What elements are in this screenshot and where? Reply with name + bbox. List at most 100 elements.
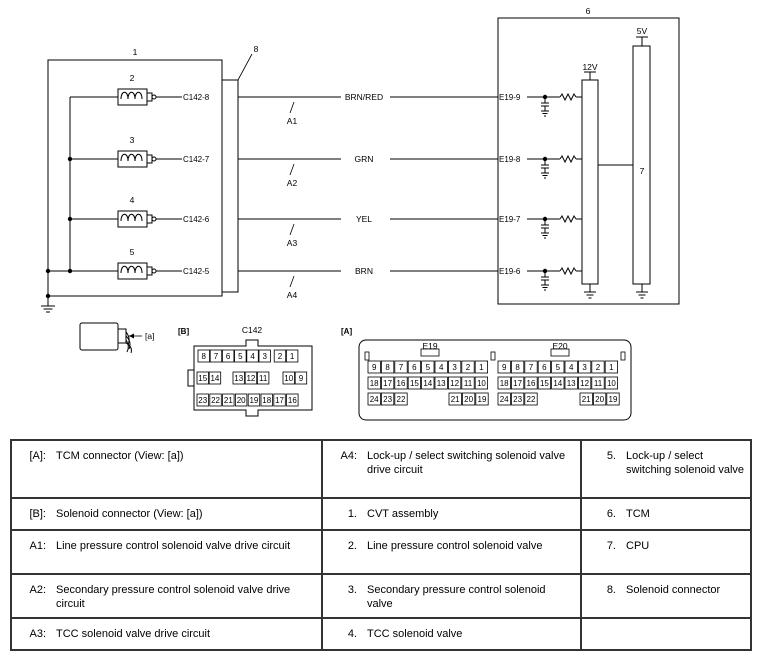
pin-number: 16 — [527, 379, 536, 388]
pin-cell — [474, 376, 489, 390]
capacitor-icon — [541, 271, 549, 285]
pin-number: 23 — [198, 396, 207, 405]
legend-description: TCC solenoid valve — [367, 628, 463, 640]
legend-cell: A3:TCC solenoid valve drive circuit — [10, 617, 323, 651]
legend-description: TCM connector (View: [a]) — [56, 450, 184, 462]
pin-number: 1 — [479, 363, 484, 372]
pin-number: 19 — [478, 395, 487, 404]
legend-code: A1: — [29, 540, 46, 552]
solenoid-connector-name: C142 — [242, 325, 263, 335]
pin-number: 3 — [263, 352, 268, 361]
pin-cell — [285, 349, 299, 363]
tcm-number: 6 — [586, 6, 591, 16]
legend-description: Lock-up / select switching solenoid valv… — [367, 450, 566, 476]
legend-code: 6. — [606, 508, 616, 520]
pin-cell — [209, 349, 223, 363]
circuit-id-label: A4 — [287, 290, 298, 300]
pin-number: 19 — [609, 395, 618, 404]
pin-cell — [234, 393, 248, 407]
pin-cell — [286, 393, 299, 407]
e19-connector-name: E19 — [422, 341, 437, 351]
pin-number: 14 — [210, 374, 219, 383]
circuit-id-label: A3 — [287, 238, 298, 248]
pin-cell — [209, 393, 222, 407]
pin-cell — [222, 393, 235, 407]
junction-dot — [67, 156, 73, 162]
legend-code: 5. — [606, 450, 616, 462]
legend-description: CVT assembly — [367, 508, 439, 520]
legend-cell: 7.CPU — [580, 529, 752, 575]
pin-cell — [461, 392, 476, 406]
resistor-icon — [559, 266, 577, 276]
pin-cell — [394, 392, 408, 406]
pin-number: 5 — [426, 363, 431, 372]
tcm-pin-label: E19-8 — [499, 155, 521, 164]
pin-cell — [407, 376, 422, 390]
pin-number: 5 — [556, 363, 561, 372]
pin-number: 6 — [412, 363, 417, 372]
pin-number: 18 — [370, 379, 379, 388]
pin-cell — [258, 349, 271, 363]
pin-cell — [461, 376, 475, 390]
junction-dot — [67, 216, 73, 222]
pin-number: 14 — [553, 379, 562, 388]
pin-number: 10 — [607, 379, 616, 388]
legend-cell: 4.TCC solenoid valve — [321, 617, 582, 651]
circuit-id-label: A1 — [287, 116, 298, 126]
solenoid-number: 2 — [130, 73, 135, 83]
pin-number: 8 — [202, 352, 207, 361]
legend-description: TCC solenoid valve drive circuit — [56, 628, 211, 640]
pin-number: 23 — [383, 395, 392, 404]
ground-icon — [541, 172, 549, 179]
resistor-icon — [559, 214, 577, 224]
pin-number: 23 — [513, 395, 522, 404]
pin-number: 8 — [515, 363, 520, 372]
resistor-icon — [559, 154, 577, 164]
pin-number: 1 — [609, 363, 614, 372]
pin-cell — [578, 376, 592, 390]
legend-cell: A2:Secondary pressure control solenoid v… — [10, 573, 323, 619]
pin-number: 22 — [527, 395, 536, 404]
pin-number: 15 — [198, 374, 207, 383]
pin-number: 6 — [226, 352, 231, 361]
pin-cell — [367, 360, 381, 374]
pin-number: 5 — [238, 352, 243, 361]
pin-cell — [510, 360, 525, 374]
pin-number: 20 — [464, 395, 473, 404]
solenoid-number: 5 — [130, 247, 135, 257]
pin-cell — [197, 349, 210, 363]
pin-cell — [524, 392, 538, 406]
pin-cell — [591, 360, 605, 374]
cpu-block — [632, 45, 651, 285]
pin-cell — [380, 392, 395, 406]
pin-cell — [510, 376, 525, 390]
pin-cell — [524, 376, 538, 390]
legend-row: A2:Secondary pressure control solenoid v… — [10, 573, 752, 619]
pin-cell — [256, 371, 270, 385]
pin-cell — [524, 360, 538, 374]
pin-number: 20 — [595, 395, 604, 404]
pin-cell — [591, 376, 605, 390]
legend-description: Solenoid connector (View: [a]) — [56, 508, 203, 520]
pin-cell — [474, 360, 489, 374]
pin-number: 3 — [452, 363, 457, 372]
pin-number: 17 — [513, 379, 522, 388]
legend-description: Line pressure control solenoid valve — [367, 540, 543, 552]
legend-row: A1:Line pressure control solenoid valve … — [10, 529, 752, 575]
pin-cell — [448, 392, 462, 406]
pin-cell — [434, 376, 448, 390]
pin-number: 4 — [439, 363, 444, 372]
solenoid-number: 4 — [130, 195, 135, 205]
pin-cell — [606, 392, 620, 406]
junction-dot — [67, 268, 73, 274]
tcm-pin-label: E19-7 — [499, 215, 521, 224]
legend-code: A4: — [340, 450, 357, 462]
solenoid-pin-label: C142-6 — [183, 215, 210, 224]
pin-number: 2 — [466, 363, 471, 372]
legend-description: Solenoid connector — [626, 584, 721, 596]
pin-cell — [604, 376, 619, 390]
pin-number: 7 — [214, 352, 219, 361]
